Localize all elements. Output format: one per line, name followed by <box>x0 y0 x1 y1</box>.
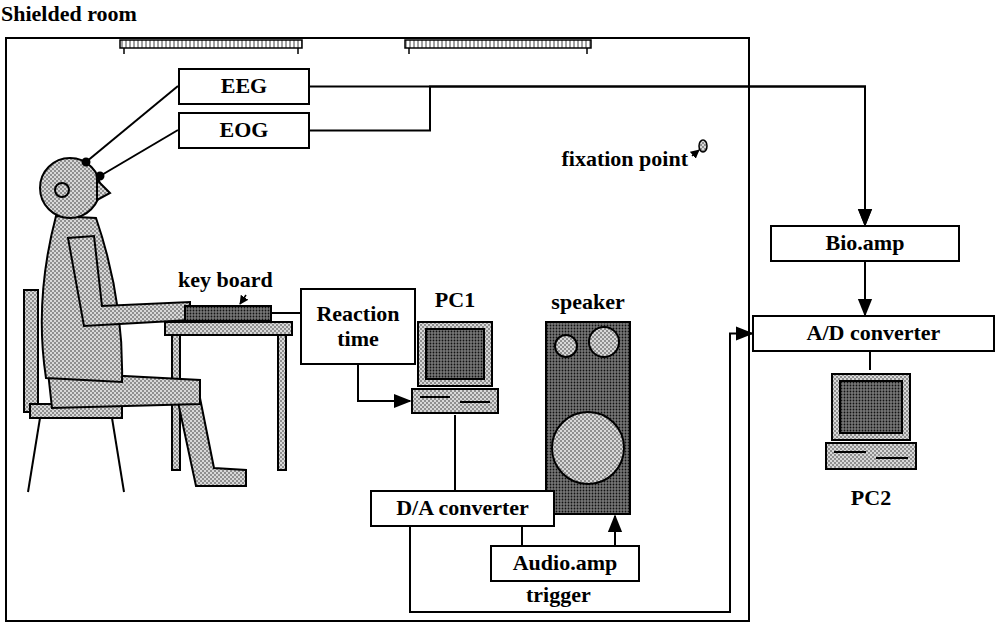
speaker-cabinet <box>546 322 630 514</box>
part-label: key board <box>178 268 273 292</box>
node-label: PC2 <box>851 486 891 510</box>
fixation-point <box>699 140 707 152</box>
signal-wire <box>358 365 410 401</box>
recording-box: EEG <box>178 68 310 105</box>
signal-label: trigger <box>526 583 591 607</box>
signal-wire <box>864 262 866 315</box>
speaker-node: speaker <box>540 290 636 516</box>
node-label: Bio.amp <box>826 231 905 255</box>
node-label: Audio.amp <box>513 551 618 575</box>
node-label: A/D converter <box>807 321 941 345</box>
node-label: speaker <box>551 290 624 314</box>
computer <box>412 322 498 413</box>
room-title: Shielded room <box>1 2 137 26</box>
recording-box: EOG <box>178 112 310 149</box>
keyboard-cable <box>271 312 300 314</box>
keyboard-leader <box>240 295 246 304</box>
node-label: D/A converter <box>396 496 529 520</box>
signal-wire <box>614 516 616 545</box>
ceiling-light <box>120 40 591 54</box>
signal-wire <box>310 87 865 226</box>
fixation-leader <box>692 150 699 156</box>
node-label: EOG <box>220 118 269 142</box>
signal-wire <box>454 415 456 490</box>
computer-node: PC2 <box>822 370 920 510</box>
amplifier-box: Bio.amp <box>770 225 960 262</box>
electrode-lead <box>83 86 179 180</box>
converter-box: A/D converter <box>752 315 995 352</box>
node-label: EEG <box>221 74 267 98</box>
node-label: PC1 <box>435 288 475 312</box>
converter-box: D/A converter <box>370 490 555 527</box>
signal-wire <box>310 87 865 226</box>
keyboard <box>185 306 271 321</box>
computer-node: PC1 <box>410 288 500 415</box>
shielded-room: Shielded roomEEGEOGReaction timePC1speak… <box>5 37 750 622</box>
process-box: Reaction time <box>300 288 416 365</box>
signal-wire <box>869 352 871 370</box>
node-label: Reaction time <box>308 302 408 350</box>
computer <box>826 374 916 469</box>
signal-wire <box>410 334 752 613</box>
part-label: fixation point <box>561 147 688 171</box>
amplifier-box: Audio.amp <box>490 545 640 582</box>
signal-wire <box>521 527 523 545</box>
